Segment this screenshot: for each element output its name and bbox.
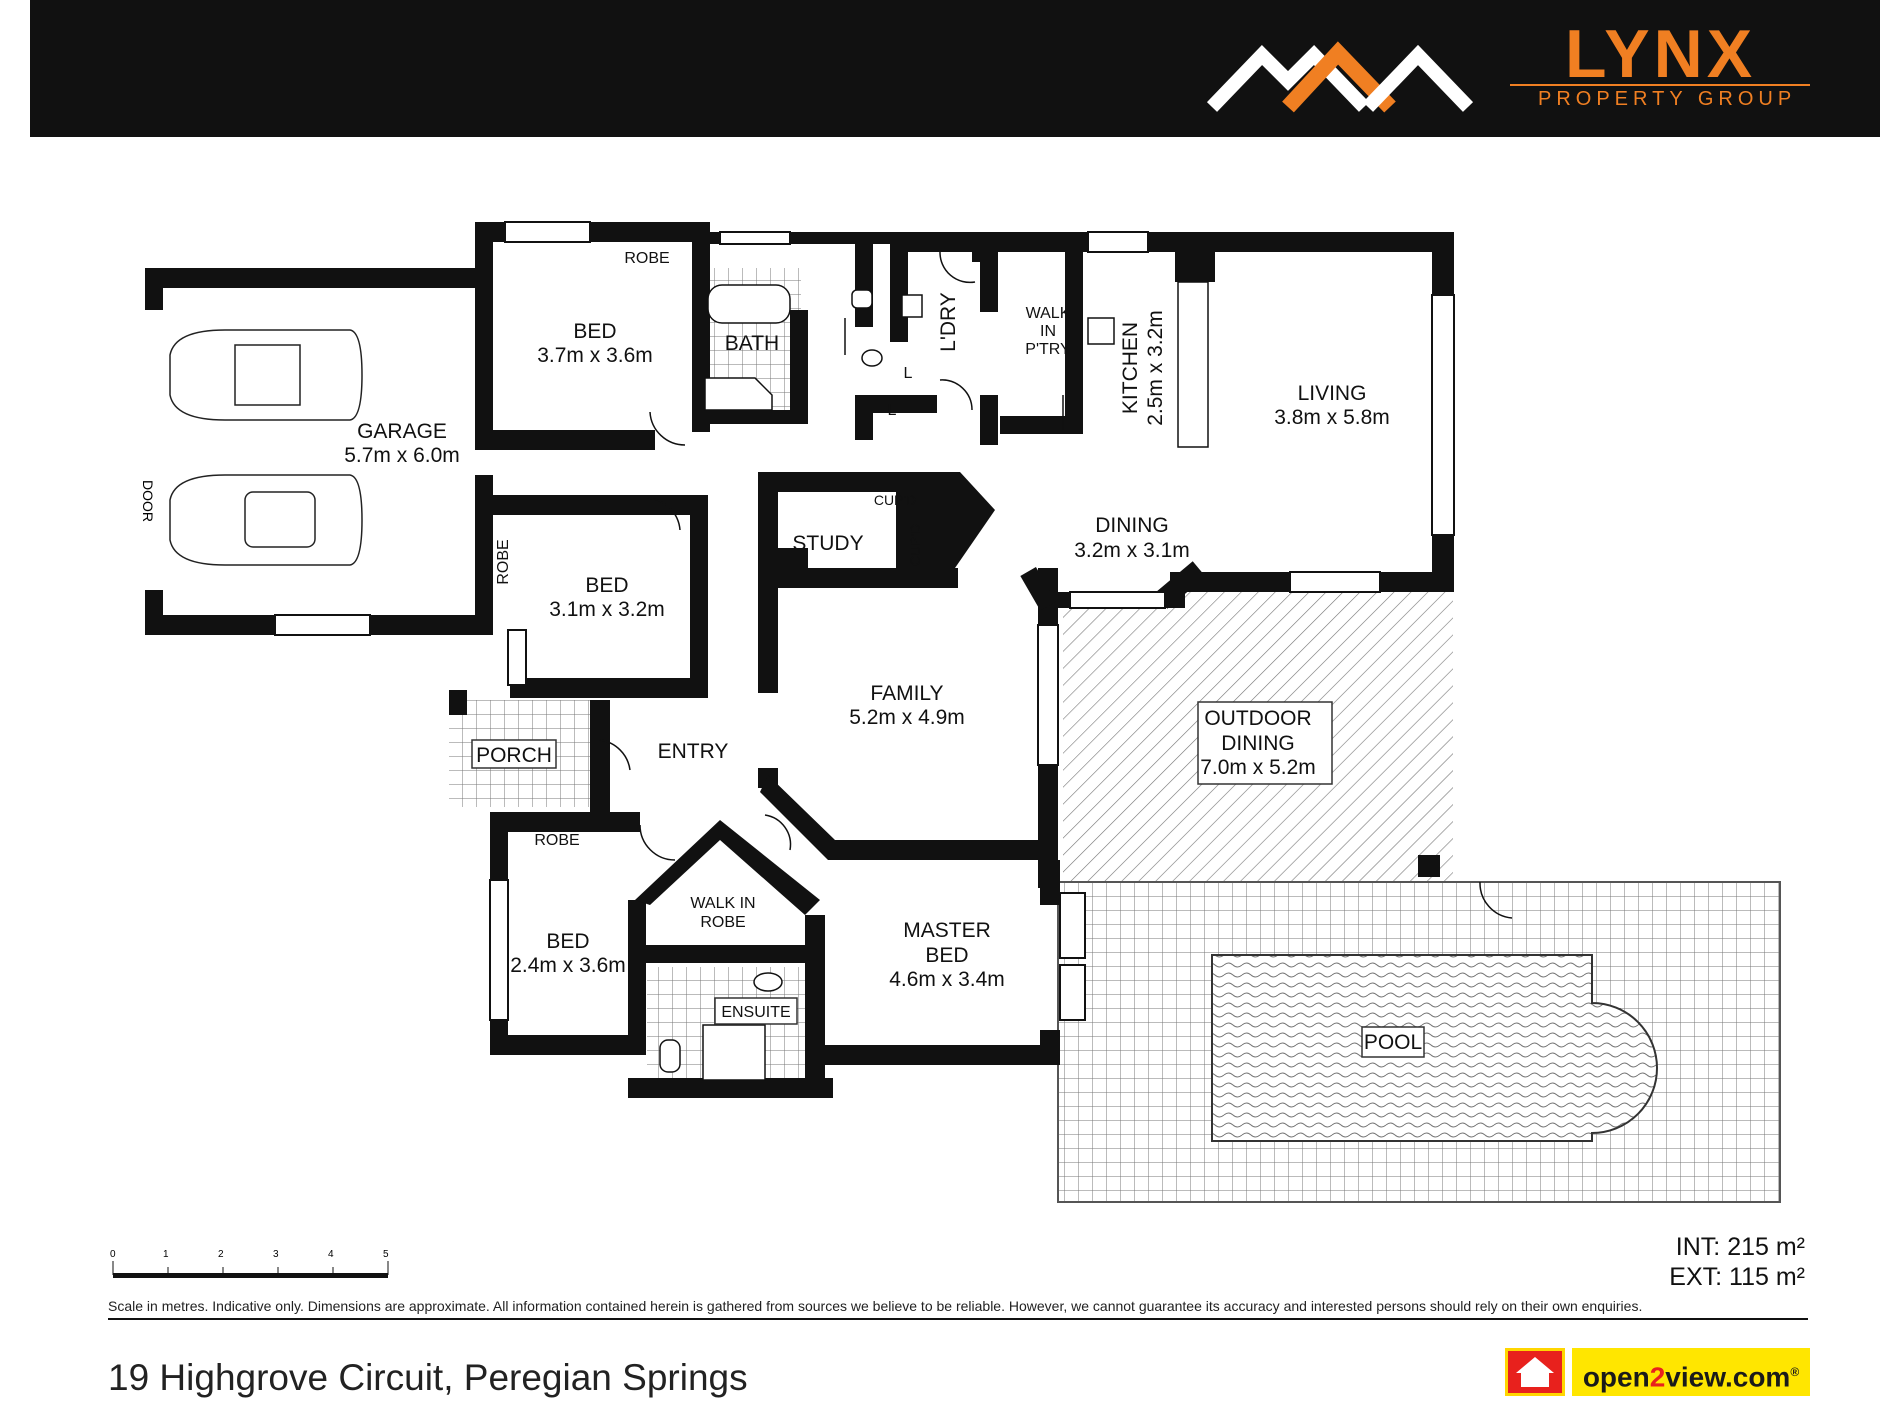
lynx-roofline-logo [1206,41,1474,113]
pool-label-box [1361,1026,1425,1058]
bed2-label: BED [585,574,628,597]
open2view-pre: open [1582,1361,1650,1393]
bed1-robe-label: ROBE [624,250,669,267]
scale-tick-2: 2 [218,1249,224,1260]
scale-tick-3: 3 [273,1249,279,1260]
family-dims: 5.2m x 4.9m [849,706,965,729]
pantry-line2: IN [1040,323,1056,340]
pool [1211,954,1658,1142]
kitchen-label: KITCHEN [1119,322,1142,414]
open2view-two: 2 [1649,1361,1666,1393]
pantry-line3: P'TRY [1025,341,1071,358]
porch-label-box [471,739,557,769]
laundry-l1: L [904,365,913,382]
dining-dims: 3.2m x 3.1m [1074,539,1190,562]
scale-tick-0: 0 [110,1249,116,1260]
ensuite-label-box [714,997,798,1025]
property-address: 19 Highgrove Circuit, Peregian Springs [108,1357,748,1398]
living-label: LIVING [1298,382,1367,405]
scale-tick-5: 5 [383,1249,389,1260]
master-dims: 4.6m x 3.4m [889,968,1005,991]
brand-name: LYNX [1565,16,1757,92]
master-line1: MASTER [903,919,991,942]
garage-dims: 5.7m x 6.0m [344,444,460,467]
garage-cars [169,329,363,566]
house-icon [1505,1348,1565,1396]
garage-label: GARAGE [357,420,447,443]
area-summary: INT: 215 m² EXT: 115 m² [1669,1232,1805,1292]
outdoor-dining-label-box [1197,701,1333,785]
scale-tick-4: 4 [328,1249,334,1260]
family-label: FAMILY [870,682,943,705]
bed3-label: BED [546,930,589,953]
garage-door-label: DOOR [140,480,156,522]
bed1-dims: 3.7m x 3.6m [537,344,653,367]
porch-label: PORCH [476,744,552,767]
study-cupd-2: CUP'D [907,524,923,566]
living-dims: 3.8m x 5.8m [1274,406,1390,429]
laundry-label: L'DRY [937,292,960,352]
scale-bar: 0 1 2 3 4 5 [110,1249,389,1278]
footer-rule [108,1318,1808,1320]
bed2-dims: 3.1m x 3.2m [549,598,665,621]
room-labels: GARAGE 5.7m x 6.0m DOOR BED 3.7m x 3.6m … [140,250,1425,1058]
fixtures [659,281,1209,1081]
pool-label: POOL [1364,1031,1422,1054]
pantry-line1: WALK [1026,305,1071,322]
bed1-label: BED [573,320,616,343]
header-banner [30,0,1880,137]
study-cupd-1: CUP'D [874,492,916,508]
bed2-robe-label: ROBE [495,539,512,584]
entry-label: ENTRY [658,740,729,763]
wir-line1: WALK IN [690,895,755,912]
outdoor-line1: OUTDOOR [1204,707,1311,730]
bed3-dims: 2.4m x 3.6m [510,954,626,977]
door-swings [599,251,1513,919]
scale-tick-1: 1 [163,1249,169,1260]
bath-label: BATH [725,332,779,355]
laundry-l2: L [888,402,897,419]
external-area: EXT: 115 m² [1669,1263,1805,1291]
open2view-reg: ® [1790,1365,1800,1379]
disclaimer: Scale in metres. Indicative only. Dimens… [108,1298,1643,1314]
brand-rule [1510,84,1810,86]
floor-plan: GARAGE 5.7m x 6.0m DOOR BED 3.7m x 3.6m … [140,221,1781,1203]
outdoor-dims: 7.0m x 5.2m [1200,756,1316,779]
ensuite-label: ENSUITE [721,1004,790,1021]
dining-label: DINING [1095,514,1169,537]
open2view-post: view.com [1665,1361,1791,1393]
brand-tagline: PROPERTY GROUP [1538,88,1797,110]
master-line2: BED [925,944,968,967]
outdoor-line2: DINING [1221,732,1295,755]
kitchen-dims: 2.5m x 3.2m [1144,310,1167,426]
windows [274,221,1455,1021]
internal-area: INT: 215 m² [1675,1233,1805,1261]
wir-line2: ROBE [700,914,745,931]
study-label: STUDY [792,532,863,555]
open2view-logo[interactable]: open2view.com® [1572,1348,1810,1396]
bed3-robe-label: ROBE [534,832,579,849]
